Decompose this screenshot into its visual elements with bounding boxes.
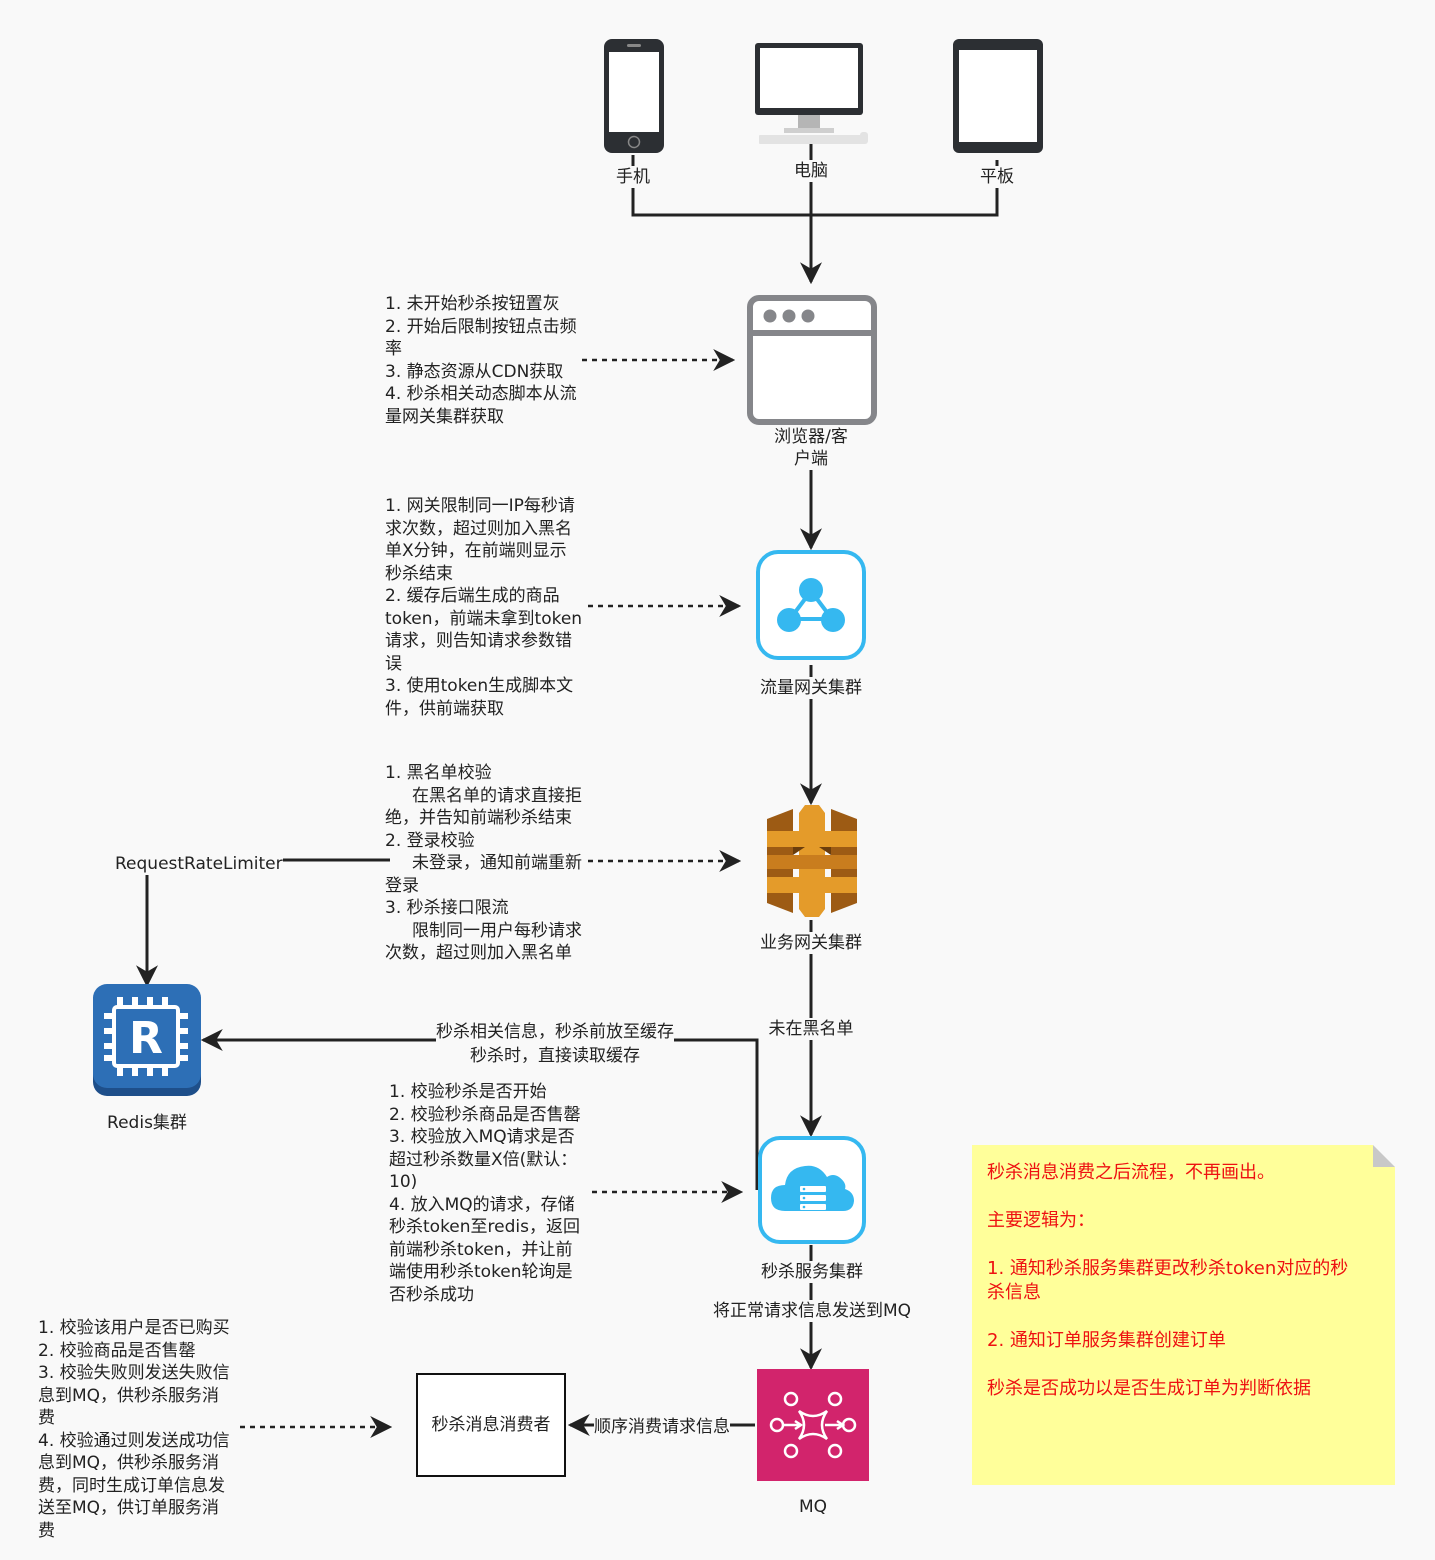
seckill-service-label: 秒杀服务集群 — [761, 1261, 863, 1283]
svg-text:R: R — [129, 1013, 163, 1064]
sticky-line-1: 秒杀消息消费之后流程，不再画出。 — [987, 1162, 1275, 1183]
edge-label-rate-limiter: RequestRateLimiter — [115, 853, 283, 875]
edge-gateway-to-redis — [136, 858, 390, 988]
tablet-label: 平板 — [980, 166, 1014, 188]
seckill-service-note: 1. 校验秒杀是否开始 2. 校验秒杀商品是否售罄 3. 校验放入MQ请求是否 … — [389, 1082, 581, 1305]
message-queue-icon — [757, 1369, 869, 1485]
edge-label-send-to-mq: 将正常请求信息发送到MQ — [712, 1300, 912, 1322]
edge-label-consume-in-order: 顺序消费请求信息 — [594, 1416, 730, 1438]
consumer-note: 1. 校验该用户是否已购买 2. 校验商品是否售罄 3. 校验失败则发送失败信 … — [38, 1318, 230, 1541]
cloud-server-icon — [757, 1135, 867, 1249]
sticky-note: 秒杀消息消费之后流程，不再画出。 主要逻辑为： 1. 通知秒杀服务集群更改秒杀t… — [972, 1145, 1395, 1485]
computer-label: 电脑 — [794, 160, 828, 182]
phone-icon — [603, 38, 665, 158]
browser-window-icon — [747, 295, 877, 429]
sticky-line-5: 秒杀是否成功以是否生成订单为判断依据 — [987, 1378, 1311, 1399]
consumer-label: 秒杀消息消费者 — [431, 1414, 551, 1435]
phone-label: 手机 — [616, 166, 650, 188]
redis-icon: R — [92, 983, 202, 1101]
edge-label-not-blacklisted: 未在黑名单 — [768, 1018, 854, 1040]
api-gateway-icon — [765, 803, 859, 923]
tablet-icon — [952, 38, 1044, 158]
business-gateway-note: 1. 黑名单校验 在黑名单的请求直接拒 绝，并告知前端秒杀结束 2. 登录校验 … — [385, 763, 583, 963]
traffic-gateway-note: 1. 网关限制同一IP每秒请 求次数，超过则加入黑名 单X分钟，在前端则显示 秒… — [385, 496, 583, 719]
sticky-line-4: 2. 通知订单服务集群创建订单 — [987, 1330, 1226, 1351]
consumer-node: 秒杀消息消费者 — [416, 1373, 566, 1477]
business-gateway-label: 业务网关集群 — [760, 932, 862, 954]
traffic-gateway-label: 流量网关集群 — [760, 677, 862, 699]
network-gateway-icon — [755, 549, 867, 665]
sticky-fold-corner — [1373, 1145, 1395, 1167]
mq-label: MQ — [798, 1496, 828, 1518]
redis-label: Redis集群 — [107, 1112, 187, 1134]
sticky-line-3: 1. 通知秒杀服务集群更改秒杀token对应的秒 杀信息 — [987, 1258, 1349, 1303]
computer-icon — [754, 42, 870, 150]
sticky-line-2: 主要逻辑为： — [987, 1210, 1095, 1231]
browser-note: 1. 未开始秒杀按钮置灰 2. 开始后限制按钮点击频 率 3. 静态资源从CDN… — [385, 294, 577, 427]
edge-seckill-to-redis — [200, 1029, 759, 1190]
browser-label: 浏览器/客 户端 — [774, 426, 848, 470]
edge-label-cache-info: 秒杀相关信息，秒杀前放至缓存 秒杀时，直接读取缓存 — [436, 1020, 674, 1068]
